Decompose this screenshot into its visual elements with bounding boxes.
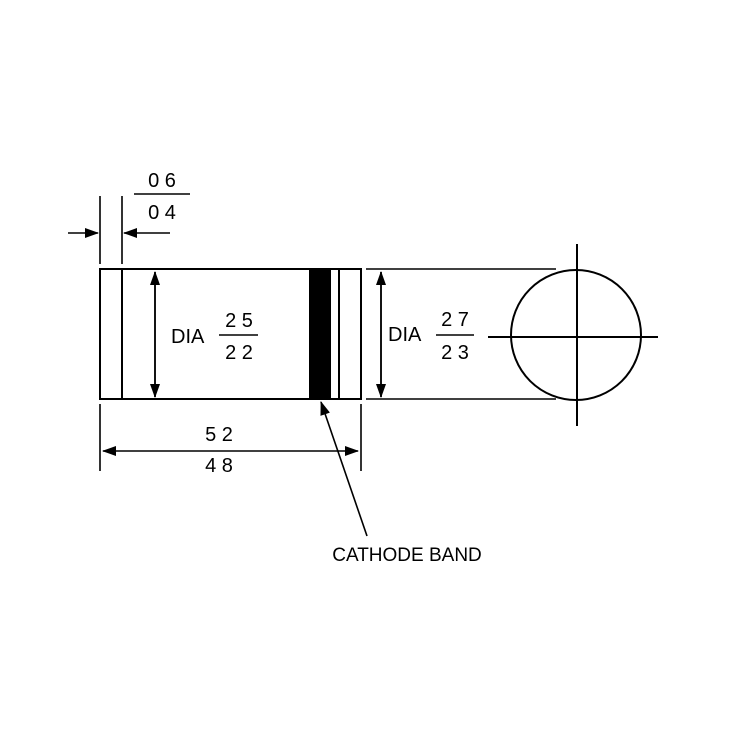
lead-length-min: 0 4: [148, 202, 176, 224]
body-dia-max: 2 5: [225, 310, 253, 332]
body-outline: [99, 268, 362, 400]
cathode-band: [309, 269, 331, 399]
end-view: [488, 244, 658, 426]
diode-body: [99, 268, 362, 400]
overall-dia-prefix: DIA: [388, 324, 422, 346]
callout-leader-arrow: [320, 401, 368, 537]
body-length-min: 4 8: [205, 455, 233, 477]
body-dia-min: 2 2: [225, 342, 253, 364]
body-length-dimension: 5 2 4 8: [99, 404, 362, 477]
body-dia-prefix: DIA: [171, 326, 205, 348]
lead-length-max: 0 6: [148, 170, 176, 192]
overall-dia-min: 2 3: [441, 342, 469, 364]
overall-dia-max: 2 7: [441, 309, 469, 331]
cathode-band-callout: CATHODE BAND: [320, 401, 482, 566]
body-diameter-dimension: DIA 2 5 2 2: [150, 271, 258, 398]
cathode-band-label: CATHODE BAND: [332, 545, 482, 566]
overall-diameter-dimension: DIA 2 7 2 3: [366, 268, 556, 400]
lead-length-dimension: 0 6 0 4: [68, 170, 190, 264]
body-length-max: 5 2: [205, 424, 233, 446]
